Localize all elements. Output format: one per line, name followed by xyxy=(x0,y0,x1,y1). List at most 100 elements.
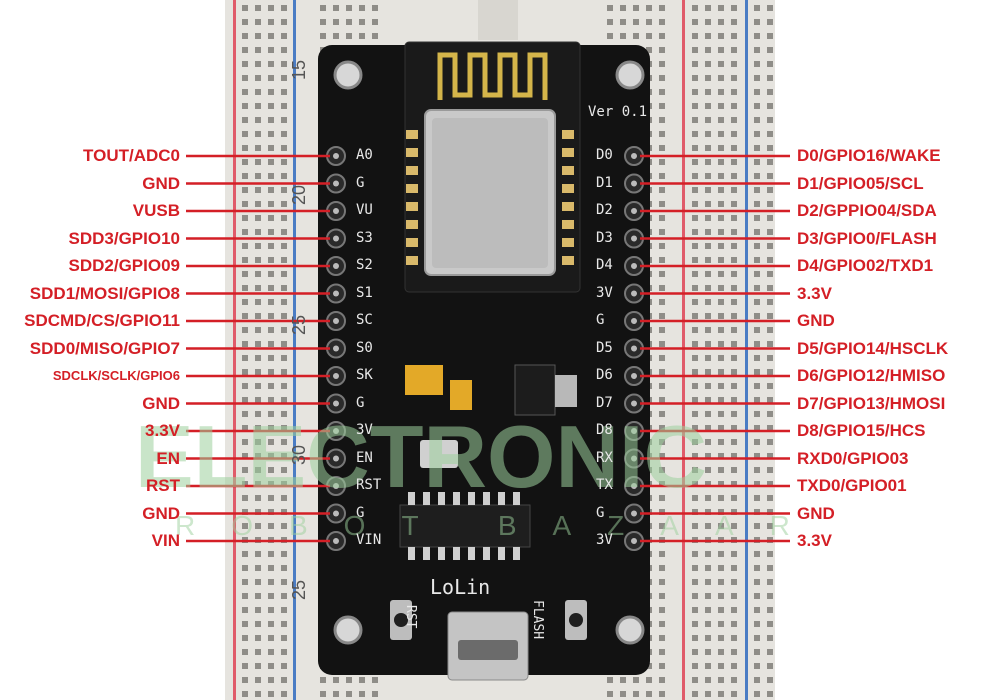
breadboard-hole xyxy=(718,89,724,95)
esp-shield-inner xyxy=(432,118,548,268)
breadboard-hole xyxy=(705,495,711,501)
header-pin-center xyxy=(631,483,637,489)
breadboard-hole xyxy=(692,411,698,417)
breadboard-hole xyxy=(718,75,724,81)
breadboard-hole xyxy=(718,635,724,641)
breadboard-hole xyxy=(754,285,760,291)
header-pin-center xyxy=(333,400,339,407)
breadboard-hole xyxy=(255,565,261,571)
breadboard-hole xyxy=(731,453,737,459)
breadboard-hole xyxy=(754,355,760,361)
breadboard-hole xyxy=(659,593,665,599)
breadboard-hole xyxy=(692,565,698,571)
breadboard-hole xyxy=(731,621,737,627)
breadboard-hole xyxy=(359,19,365,25)
breadboard-hole xyxy=(692,5,698,11)
breadboard-hole xyxy=(705,243,711,249)
breadboard-hole xyxy=(731,691,737,697)
breadboard-hole xyxy=(659,579,665,585)
breadboard-hole xyxy=(281,271,287,277)
breadboard-hole xyxy=(731,481,737,487)
breadboard-hole xyxy=(718,439,724,445)
breadboard-hole xyxy=(659,33,665,39)
breadboard-hole xyxy=(692,243,698,249)
breadboard-hole xyxy=(692,215,698,221)
breadboard-hole xyxy=(242,355,248,361)
left-pin-label: SDD1/MOSI/GPIO8 xyxy=(29,283,180,303)
breadboard-hole xyxy=(255,299,261,305)
breadboard-hole xyxy=(731,229,737,235)
header-pin-center xyxy=(333,235,339,242)
breadboard-hole xyxy=(255,509,261,515)
left-pin-label: SDCMD/CS/GPIO11 xyxy=(24,311,180,330)
breadboard-hole xyxy=(268,271,274,277)
breadboard-hole xyxy=(767,411,773,417)
breadboard-hole xyxy=(242,593,248,599)
breadboard-hole xyxy=(705,47,711,53)
left-silk-label: VU xyxy=(356,202,373,218)
breadboard-hole xyxy=(268,5,274,11)
breadboard-right-rail-red xyxy=(682,0,685,700)
breadboard-number-4: 30 xyxy=(289,445,309,465)
breadboard-hole xyxy=(268,383,274,389)
header-pin-center xyxy=(631,153,637,159)
breadboard-hole xyxy=(692,355,698,361)
breadboard-hole xyxy=(255,425,261,431)
breadboard-hole xyxy=(692,75,698,81)
header-pin-center xyxy=(631,208,637,214)
breadboard-hole xyxy=(731,439,737,445)
mount-hole-tl xyxy=(333,60,363,90)
breadboard-hole xyxy=(718,33,724,39)
breadboard-hole xyxy=(242,145,248,151)
breadboard-hole xyxy=(255,131,261,137)
breadboard-hole xyxy=(754,75,760,81)
breadboard-hole xyxy=(705,439,711,445)
breadboard-hole xyxy=(754,257,760,263)
breadboard-hole xyxy=(242,131,248,137)
breadboard-hole xyxy=(692,103,698,109)
breadboard-hole xyxy=(268,215,274,221)
breadboard-hole xyxy=(692,313,698,319)
right-silk-label: RX xyxy=(596,449,613,466)
breadboard-hole xyxy=(320,33,326,39)
breadboard-hole xyxy=(646,5,652,11)
breadboard-hole xyxy=(242,341,248,347)
breadboard-hole xyxy=(767,299,773,305)
breadboard-hole xyxy=(281,89,287,95)
flash-button-label: FLASH xyxy=(530,600,545,640)
breadboard-hole xyxy=(767,397,773,403)
breadboard-hole xyxy=(767,187,773,193)
right-silk-label: D7 xyxy=(596,394,613,411)
tantalum-cap-2 xyxy=(450,380,472,410)
breadboard-hole xyxy=(731,299,737,305)
breadboard-hole xyxy=(242,663,248,669)
breadboard-hole xyxy=(359,677,365,683)
breadboard-hole xyxy=(268,327,274,333)
breadboard-hole xyxy=(754,215,760,221)
breadboard-hole xyxy=(718,327,724,333)
breadboard-hole xyxy=(705,677,711,683)
breadboard-hole xyxy=(646,19,652,25)
breadboard-hole xyxy=(692,621,698,627)
breadboard-hole xyxy=(659,425,665,431)
breadboard-hole xyxy=(242,369,248,375)
breadboard-hole xyxy=(767,131,773,137)
breadboard-hole xyxy=(659,509,665,515)
breadboard-hole xyxy=(242,649,248,655)
breadboard-hole xyxy=(692,285,698,291)
breadboard-hole xyxy=(281,299,287,305)
breadboard-hole xyxy=(705,131,711,137)
left-silk-label: S0 xyxy=(356,339,373,356)
breadboard-hole xyxy=(281,593,287,599)
breadboard-hole xyxy=(718,509,724,515)
breadboard-hole xyxy=(268,425,274,431)
breadboard-hole xyxy=(718,187,724,193)
breadboard-hole xyxy=(242,439,248,445)
breadboard-hole xyxy=(754,61,760,67)
breadboard-hole xyxy=(767,369,773,375)
chip-pin xyxy=(408,547,415,560)
breadboard-hole xyxy=(242,481,248,487)
breadboard-hole xyxy=(731,369,737,375)
esp-pad xyxy=(406,148,418,157)
